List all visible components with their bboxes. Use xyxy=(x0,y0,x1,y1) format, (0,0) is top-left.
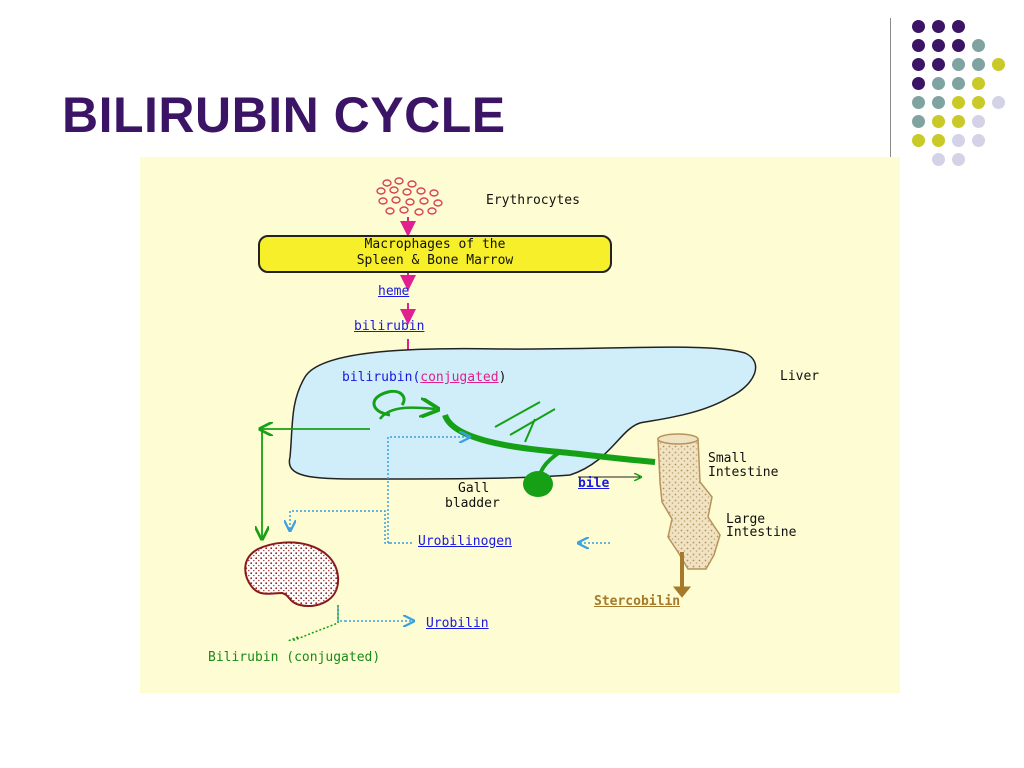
liver-bilirubin-text: bilirubin( xyxy=(342,370,421,385)
ureter-icon xyxy=(287,605,339,642)
liver-shape xyxy=(288,346,757,480)
bile-duct-icon xyxy=(372,389,656,483)
decorative-dot xyxy=(932,39,945,52)
kidney-output-label: Bilirubin (conjugated) xyxy=(208,650,381,665)
bilirubin-cycle-diagram: Erythrocytes Macrophages of the Spleen &… xyxy=(140,157,900,693)
close-paren: ) xyxy=(498,370,507,385)
slide-title: BILIRUBIN CYCLE xyxy=(62,87,506,143)
title-divider xyxy=(890,18,891,158)
decorative-dot xyxy=(972,39,985,52)
decorative-dot xyxy=(992,58,1005,71)
liver-bilirubin-label: bilirubin(conjugated) xyxy=(342,371,506,385)
decorative-dot-grid xyxy=(900,10,1020,170)
intestine-icon xyxy=(657,438,721,570)
decorative-dot xyxy=(972,115,985,128)
decorative-dot xyxy=(972,77,985,90)
erythrocytes-label: Erythrocytes xyxy=(486,193,580,208)
decorative-dot xyxy=(932,134,945,147)
macrophages-line-2: Spleen & Bone Marrow xyxy=(356,253,514,268)
decorative-dot xyxy=(952,153,965,166)
heme-link[interactable]: heme xyxy=(378,284,410,299)
bile-link[interactable]: bile xyxy=(578,476,610,491)
small-intestine-label-2: Intestine xyxy=(708,465,779,480)
bladder-label: bladder xyxy=(445,496,500,511)
green-path-to-kidney xyxy=(262,429,370,537)
macrophages-box: Macrophages of the Spleen & Bone Marrow xyxy=(258,235,612,273)
decorative-dot xyxy=(932,20,945,33)
decorative-dot xyxy=(912,115,925,128)
stercobilin-arrow xyxy=(672,552,692,598)
diagram-graphics xyxy=(244,177,757,642)
decorative-dot xyxy=(972,58,985,71)
decorative-dot xyxy=(992,96,1005,109)
large-intestine-label-1: Large xyxy=(726,512,766,527)
decorative-dot xyxy=(952,39,965,52)
decorative-dot xyxy=(912,134,925,147)
decorative-dot xyxy=(932,77,945,90)
decorative-dot xyxy=(972,96,985,109)
decorative-dot xyxy=(912,58,925,71)
decorative-dot xyxy=(952,58,965,71)
small-intestine-label-1: Small xyxy=(708,451,748,466)
macrophages-line-1: Macrophages of the xyxy=(364,237,506,252)
decorative-dot xyxy=(932,115,945,128)
urobilinogen-link[interactable]: Urobilinogen xyxy=(418,534,512,549)
decorative-dot xyxy=(952,134,965,147)
decorative-dot xyxy=(932,96,945,109)
bilirubin-link[interactable]: bilirubin xyxy=(354,319,425,334)
decorative-dot xyxy=(932,153,945,166)
decorative-dot xyxy=(932,58,945,71)
decorative-dot xyxy=(972,134,985,147)
conjugated-link[interactable]: conjugated xyxy=(420,370,499,385)
large-intestine-label-2: Intestine xyxy=(726,525,797,540)
decorative-dot xyxy=(912,96,925,109)
urobilin-link[interactable]: Urobilin xyxy=(426,616,489,631)
decorative-dot xyxy=(912,39,925,52)
decorative-dot xyxy=(952,96,965,109)
decorative-dot xyxy=(952,115,965,128)
gall-label: Gall xyxy=(458,481,490,496)
decorative-dot xyxy=(912,20,925,33)
kidney-icon xyxy=(244,541,340,607)
decorative-dot xyxy=(952,77,965,90)
liver-label: Liver xyxy=(780,369,820,384)
decorative-dot xyxy=(952,20,965,33)
erythrocytes-icon xyxy=(376,177,443,216)
decorative-dot xyxy=(912,77,925,90)
gall-bladder-icon xyxy=(523,471,553,497)
stercobilin-link[interactable]: Stercobilin xyxy=(594,594,681,609)
